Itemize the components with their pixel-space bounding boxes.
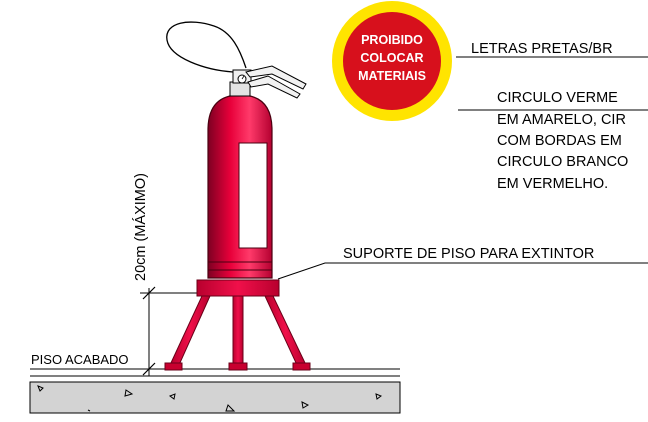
callout-letters: LETRAS PRETAS/BR (456, 41, 648, 58)
stand-leg-center (232, 295, 244, 365)
floor: PISO ACABADO (29, 352, 401, 414)
callout-circle-line-3: COM BORDAS EM (497, 133, 622, 149)
sign-line-3: MATERIAIS (358, 69, 426, 83)
floor-stand (164, 279, 311, 371)
sign-line-2: COLOCAR (360, 51, 423, 65)
callout-circle-line-2: EM AMARELO, CIR (497, 112, 626, 128)
extinguisher-label (238, 142, 268, 249)
concrete-slab (29, 381, 401, 414)
stand-foot-right (292, 362, 311, 371)
callout-support-text: SUPORTE DE PISO PARA EXTINTOR (343, 246, 594, 262)
extinguisher-hose (166, 21, 247, 73)
callout-circle: CIRCULO VERME EM AMARELO, CIR COM BORDAS… (458, 90, 648, 192)
stand-leg-left (169, 295, 211, 366)
stand-foot-center (228, 362, 248, 371)
callout-support: SUPORTE DE PISO PARA EXTINTOR (277, 246, 648, 280)
stand-base-plate (196, 279, 280, 297)
sign-inner-circle (343, 12, 441, 110)
fire-extinguisher (166, 21, 307, 279)
stand-foot-left (164, 362, 183, 371)
gauge-needle (241, 75, 245, 80)
sign-line-1: PROIBIDO (361, 33, 423, 47)
height-dimension: 20cm (MÁXIMO) (132, 173, 200, 376)
callout-letters-text: LETRAS PRETAS/BR (471, 41, 613, 57)
extinguisher-handle (245, 65, 307, 90)
dimension-label: 20cm (MÁXIMO) (132, 173, 149, 281)
prohibition-sign: PROIBIDO COLOCAR MATERIAIS (332, 1, 452, 121)
callout-circle-line-4: CIRCULO BRANCO (497, 154, 628, 170)
callout-circle-line-1: CIRCULO VERME (497, 90, 618, 106)
callout-circle-line-5: EM VERMELHO. (497, 176, 608, 192)
callout-support-leader (277, 262, 648, 280)
extinguisher-neck (229, 81, 251, 97)
concrete-aggregate (37, 385, 383, 412)
dimension-tick-top (142, 286, 156, 300)
extinguisher-lever (247, 75, 301, 99)
stand-leg-right (264, 295, 307, 366)
floor-label: PISO ACABADO (31, 352, 129, 367)
